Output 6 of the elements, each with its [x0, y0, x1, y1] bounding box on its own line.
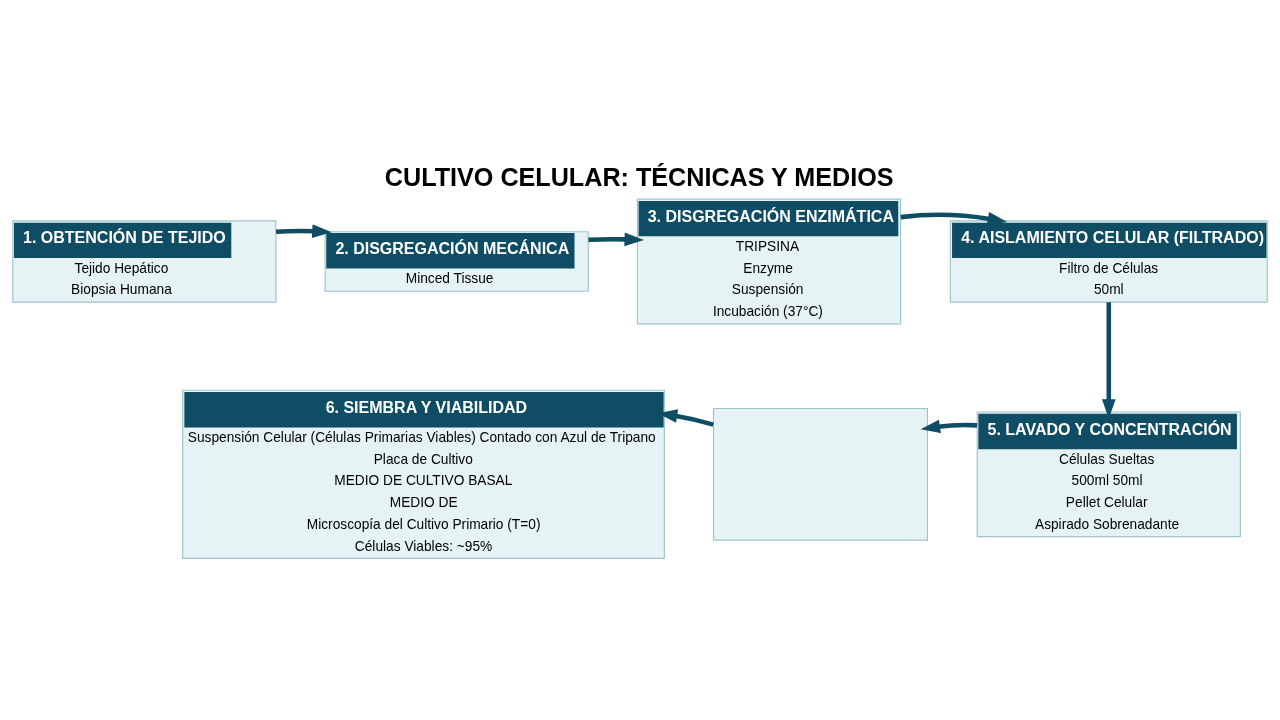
arrow [588, 232, 644, 246]
arrow [920, 419, 978, 433]
node-box [712, 407, 929, 541]
diagram-title: CULTIVO CELULAR: TÉCNICAS Y MEDIOS [384, 162, 894, 191]
arrow [275, 223, 332, 238]
arrow [900, 211, 1008, 225]
